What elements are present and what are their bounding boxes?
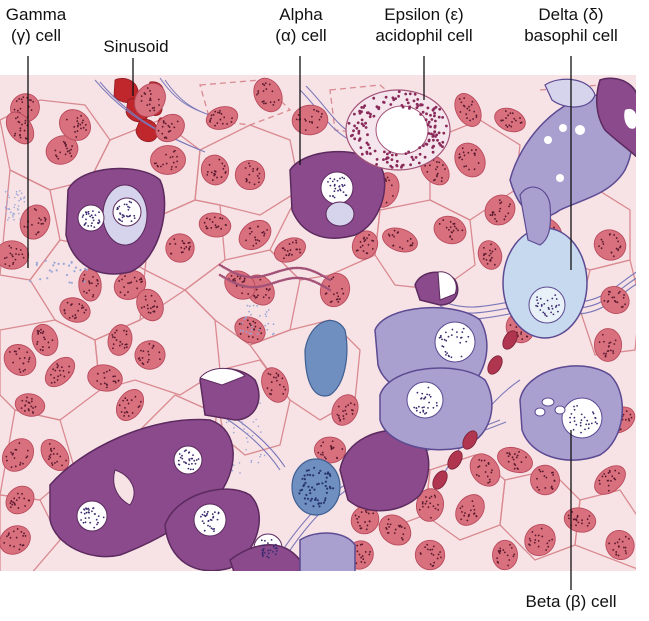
label-gamma-line2: (γ) cell [10, 26, 62, 45]
epsilon-cell [345, 89, 451, 171]
label-beta-line1: Beta (β) cell [525, 592, 617, 611]
label-delta: Delta (δ) basophil cell [505, 4, 637, 46]
delta-cell [502, 227, 588, 339]
nucleus-chromatin [80, 176, 598, 559]
label-alpha-line1: Alpha [279, 5, 323, 24]
label-epsilon-line2: acidophil cell [375, 26, 473, 45]
alpha-cell [289, 150, 386, 239]
label-delta-line1: Delta (δ) [538, 5, 604, 24]
label-leader-lines [27, 56, 572, 590]
label-epsilon: Epsilon (ε) acidophil cell [358, 4, 490, 46]
label-sinusoid: Sinusoid [88, 36, 184, 57]
cell-outline-network [0, 79, 636, 571]
label-gamma: Gamma (γ) cell [0, 4, 84, 46]
blue-cell-granules [298, 466, 335, 508]
beta-cell-nuclei [406, 321, 603, 439]
alpha-cell-large-left [65, 167, 166, 275]
capillary-red-cells [432, 330, 518, 490]
label-beta: Beta (β) cell [505, 591, 637, 612]
alpha-cell-bottom-center [164, 488, 301, 571]
alpha-cell-small [414, 271, 459, 306]
alpha-cell-bottom-right [339, 429, 430, 512]
secretory-granule-chain [218, 263, 332, 292]
label-delta-line2: basophil cell [524, 26, 618, 45]
alpha-cell-center [199, 367, 260, 421]
label-gamma-line1: Gamma [5, 5, 67, 24]
label-alpha: Alpha (α) cell [256, 4, 346, 46]
label-alpha-line2: (α) cell [275, 26, 327, 45]
label-epsilon-line1: Epsilon (ε) [384, 5, 464, 24]
label-sinusoid-line1: Sinusoid [103, 37, 169, 56]
